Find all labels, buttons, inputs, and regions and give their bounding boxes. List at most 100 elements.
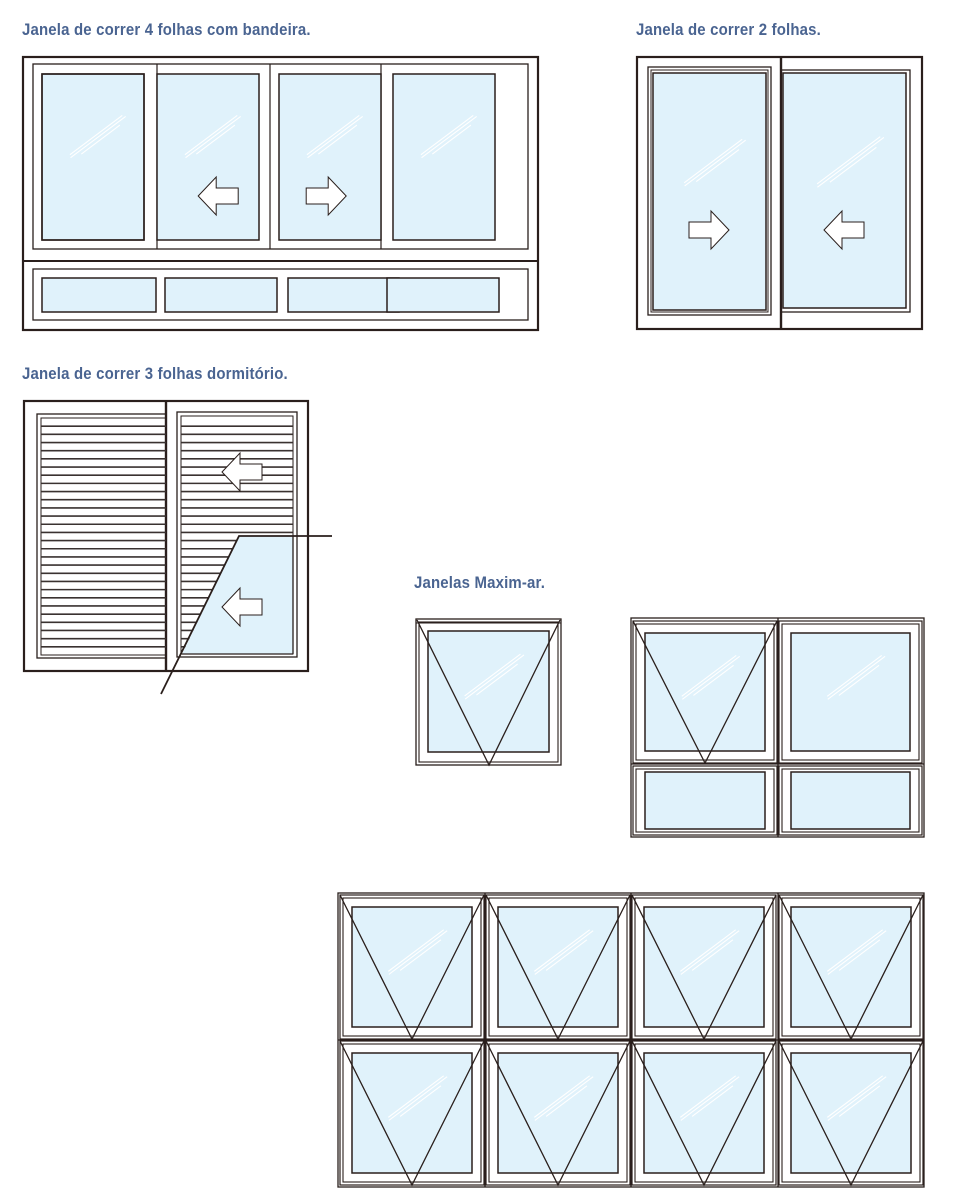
cell-sash [781, 1043, 921, 1183]
window-four-sash-transom [21, 55, 540, 332]
cell-sash [488, 1043, 628, 1183]
glass-pane [427, 630, 550, 753]
glare-stroke [681, 655, 741, 700]
cell-sash [418, 621, 559, 763]
cell-frame [778, 765, 923, 836]
cell-sash [634, 1043, 774, 1183]
glare-stroke [827, 655, 886, 700]
pane-edge [41, 73, 145, 241]
glare-stroke [680, 1076, 740, 1121]
glare-stroke [545, 939, 588, 971]
maxim-ar-cell-opening [339, 894, 485, 1041]
glare-stroke [388, 930, 448, 975]
glare-stroke [691, 939, 734, 971]
maxim-ar-cell-opening [485, 1040, 631, 1187]
glare-stroke [695, 149, 740, 183]
window-three-sash-bedroom [22, 399, 332, 695]
arrow-right-icon [305, 175, 347, 217]
glare-icon [681, 654, 741, 700]
glare-stroke [533, 1075, 591, 1118]
cell-sash [634, 897, 774, 1037]
glare-stroke [317, 124, 358, 155]
sash-right [780, 69, 911, 313]
glare-stroke [185, 115, 241, 159]
transom-glass-pane [164, 277, 278, 313]
cell-sash [342, 1043, 482, 1183]
glare-stroke [826, 1075, 884, 1118]
glass-pane [643, 906, 765, 1028]
glare-stroke [827, 1076, 887, 1121]
glare-stroke [679, 929, 737, 972]
glare-stroke [684, 139, 746, 187]
glass-pane [790, 771, 911, 830]
glare-stroke [307, 115, 363, 159]
glare-stroke [534, 930, 594, 975]
glare-stroke [476, 663, 518, 696]
maxim-ar-lower-cell [778, 765, 923, 836]
cell-sash [781, 623, 920, 761]
opening-indicator [778, 894, 924, 1041]
glass-pane [392, 73, 496, 241]
glare-stroke [838, 939, 881, 971]
glare-icon [816, 136, 885, 188]
glare-icon [387, 1075, 448, 1121]
glare-icon [679, 929, 740, 975]
glare-stroke [534, 1076, 594, 1121]
title-three-sash-bedroom: Janela de correr 3 folhas dormitório. [22, 364, 288, 383]
opening-indicator [339, 894, 485, 1041]
glass-pane [497, 906, 619, 1028]
cell-sash [781, 897, 921, 1037]
sash-left [647, 66, 772, 316]
glare-icon [420, 115, 477, 159]
glare-stroke [420, 115, 474, 156]
glare-stroke [387, 929, 445, 972]
glare-stroke [693, 664, 734, 696]
glare-stroke [816, 136, 881, 185]
glare-stroke [817, 136, 885, 188]
glare-stroke [421, 115, 477, 159]
maxim-ar-cell-fixed [778, 620, 923, 764]
opening-indicator [631, 1040, 777, 1187]
glass-pane [790, 906, 912, 1028]
glare-stroke [683, 138, 743, 184]
arrow-right-icon [688, 209, 730, 251]
glass-pane [351, 1052, 473, 1174]
cell-sash [635, 623, 775, 761]
opening-indicator [416, 619, 561, 767]
window-maxim-ar-2x2 [630, 617, 925, 838]
glare-icon [679, 1075, 740, 1121]
glare-stroke [826, 929, 884, 972]
glare-stroke [826, 654, 883, 697]
glare-stroke [80, 124, 121, 155]
opening-indicator [632, 620, 778, 765]
glass-pane [41, 73, 145, 241]
glare-stroke [679, 1075, 737, 1118]
glare-icon [826, 654, 886, 700]
glare-stroke [533, 929, 591, 972]
maxim-ar-cell [416, 619, 561, 767]
glass-pane-right [782, 72, 907, 309]
glare-icon [184, 115, 241, 159]
glare-stroke [399, 939, 442, 971]
opening-indicator [339, 1040, 485, 1187]
maxim-ar-cell-opening [778, 894, 924, 1041]
maxim-ar-lower-cell [632, 765, 778, 836]
glass-pane [643, 1052, 765, 1174]
transom-glass-pane [41, 277, 157, 313]
shutter-left-inner [40, 417, 167, 656]
opening-indicator [485, 1040, 631, 1187]
glare-stroke [195, 124, 236, 155]
glare-icon [533, 929, 594, 975]
maxim-ar-cell-opening [632, 620, 778, 765]
glare-stroke [464, 654, 525, 700]
arrow-left-icon [221, 451, 263, 493]
sash-track [32, 63, 529, 250]
title-two-sash: Janela de correr 2 folhas. [636, 20, 822, 39]
cutaway-line [160, 535, 332, 695]
glare-stroke [70, 115, 126, 159]
transom-glass-pane [386, 277, 500, 313]
opening-indicator [778, 1040, 924, 1187]
glare-icon [826, 1075, 887, 1121]
glare-icon [683, 138, 746, 187]
